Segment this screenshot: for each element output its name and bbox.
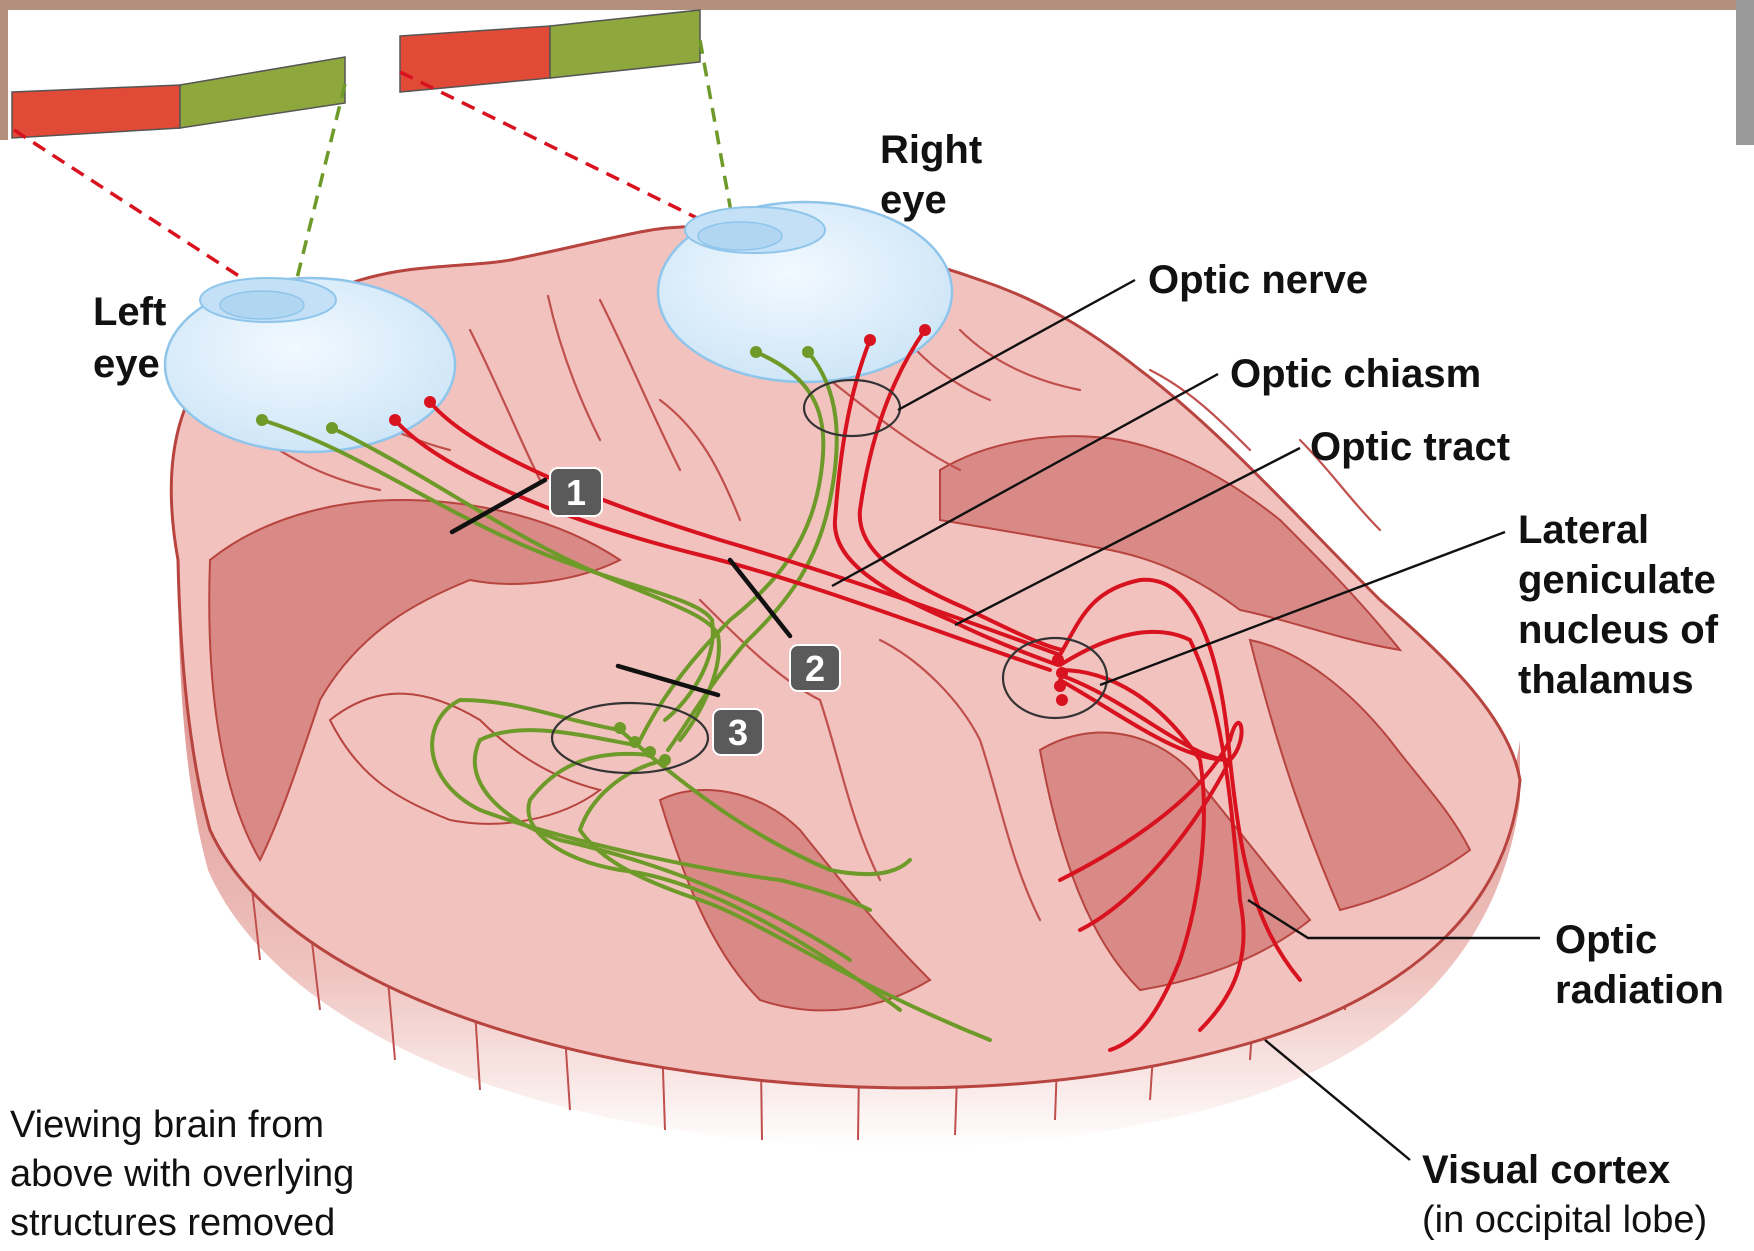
lesion-number-3: 3 — [728, 712, 748, 753]
label-optic-nerve: Optic nerve — [1148, 258, 1368, 302]
lesion-number-2: 2 — [805, 648, 825, 689]
lesion-badge-2: 2 — [790, 645, 840, 691]
right-eye-visual-field-bar — [400, 10, 700, 92]
label-optic-tract: Optic tract — [1310, 425, 1510, 469]
label-lgn-line4: thalamus — [1518, 658, 1694, 702]
left-eye-visual-field-bar — [12, 57, 345, 138]
label-visual-cortex: Visual cortex — [1422, 1148, 1670, 1192]
label-optic-radiation-line2: radiation — [1555, 968, 1724, 1012]
caption-line2: above with overlying — [10, 1153, 354, 1195]
left-eye-icon — [165, 278, 455, 452]
label-optic-radiation-line1: Optic — [1555, 918, 1657, 962]
label-optic-chiasm: Optic chiasm — [1230, 352, 1481, 396]
label-lgn-line3: nucleus of — [1518, 608, 1719, 652]
label-left-eye-line2: eye — [93, 342, 160, 386]
label-right-eye-line1: Right — [880, 128, 982, 172]
label-visual-cortex-note: (in occipital lobe) — [1422, 1199, 1707, 1241]
label-lgn-line1: Lateral — [1518, 508, 1649, 552]
label-left-eye-line1: Left — [93, 290, 166, 334]
caption-line3: structures removed — [10, 1202, 335, 1244]
lesion-number-1: 1 — [566, 472, 586, 513]
caption-line1: Viewing brain from — [10, 1104, 324, 1146]
top-band — [0, 0, 1754, 10]
label-lgn-line2: geniculate — [1518, 558, 1716, 602]
lesion-badge-1: 1 — [550, 468, 602, 516]
lesion-badge-3: 3 — [713, 709, 763, 755]
left-edge-strip — [0, 0, 8, 140]
label-right-eye-line2: eye — [880, 178, 947, 222]
right-edge-photo — [1736, 0, 1754, 145]
